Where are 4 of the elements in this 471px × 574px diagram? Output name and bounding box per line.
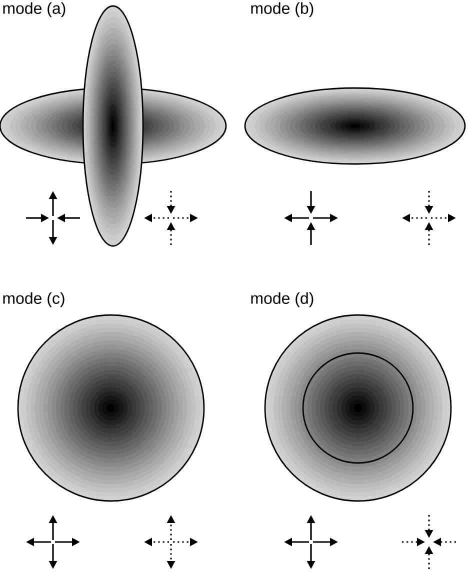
panel-label: mode (d) — [251, 292, 314, 308]
panel-label: mode (b) — [251, 2, 314, 18]
panel-label: mode (a) — [3, 2, 66, 18]
panel-label: mode (c) — [3, 292, 64, 308]
